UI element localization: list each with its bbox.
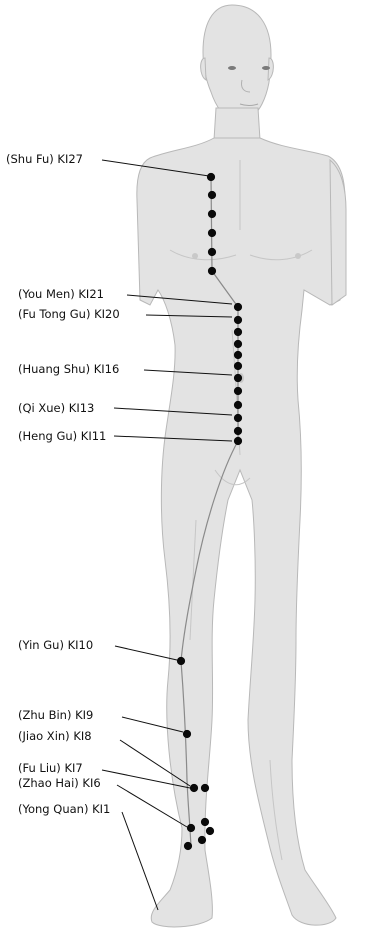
- point-label-ki7: (Fu Liu) KI7: [18, 761, 83, 775]
- neck: [214, 108, 260, 140]
- point-label-ki27: (Shu Fu) KI27: [6, 152, 83, 166]
- leader-line-ki10: [115, 646, 177, 660]
- acupoint-dot: [234, 414, 242, 422]
- acupoint-dot: [190, 784, 198, 792]
- point-label-ki16: (Huang Shu) KI16: [18, 362, 119, 376]
- acupoint-dot: [177, 657, 185, 665]
- acupoint-dot: [234, 328, 242, 336]
- acupoint-dot: [183, 730, 191, 738]
- acupoint-dot: [234, 427, 242, 435]
- point-label-ki20: (Fu Tong Gu) KI20: [18, 307, 120, 321]
- acupoint-dot: [208, 210, 216, 218]
- point-label-ki1: (Yong Quan) KI1: [18, 802, 110, 816]
- acupoint-dot: [234, 401, 242, 409]
- acupoint-dot: [234, 316, 242, 324]
- point-label-ki6: (Zhao Hai) KI6: [18, 776, 101, 790]
- torso-and-legs: [137, 138, 345, 927]
- acupoint-dot: [234, 387, 242, 395]
- acupoint-dot: [208, 248, 216, 256]
- acupoint-dot: [207, 173, 215, 181]
- body-silhouette: [137, 5, 346, 927]
- acupoint-dot: [187, 824, 195, 832]
- acupoint-dot: [206, 827, 214, 835]
- point-label-ki13: (Qi Xue) KI13: [18, 401, 94, 415]
- point-label-ki10: (Yin Gu) KI10: [18, 638, 93, 652]
- leader-line-ki1: [122, 812, 158, 910]
- left-ear: [201, 58, 206, 80]
- point-label-ki11: (Heng Gu) KI11: [18, 429, 106, 443]
- acupoint-dot: [234, 374, 242, 382]
- head: [203, 5, 271, 120]
- acupoint-dot: [198, 836, 206, 844]
- acupoint-dot: [201, 818, 209, 826]
- acupoint-dot: [208, 229, 216, 237]
- acupoint-dot: [234, 437, 242, 445]
- acupoint-dot: [208, 267, 216, 275]
- acupoint-dot: [234, 362, 242, 370]
- point-label-ki9: (Zhu Bin) KI9: [18, 708, 93, 722]
- point-label-ki21: (You Men) KI21: [18, 287, 104, 301]
- point-label-ki8: (Jiao Xin) KI8: [18, 729, 92, 743]
- acupoint-dot: [201, 784, 209, 792]
- acupoint-dot: [234, 351, 242, 359]
- acupoint-dot: [234, 340, 242, 348]
- acupoint-dot: [208, 191, 216, 199]
- acupoint-dot: [184, 842, 192, 850]
- acupoint-dot: [234, 303, 242, 311]
